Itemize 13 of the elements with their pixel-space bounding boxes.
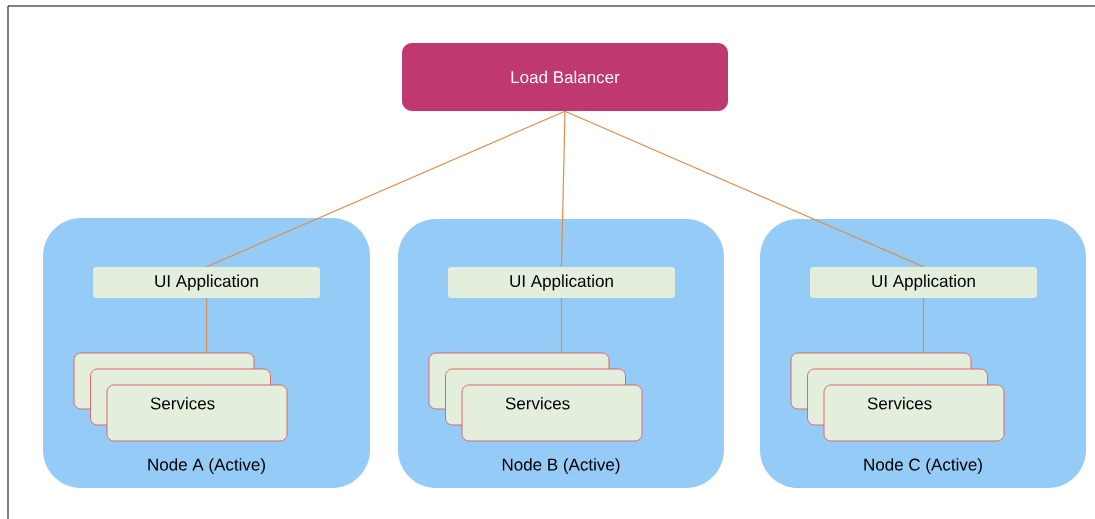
connector-line (560, 110, 566, 268)
service-card-stack: Services (790, 352, 1005, 442)
connector-line (922, 297, 925, 354)
application-box: UI Application (448, 267, 675, 298)
connector-line (205, 110, 566, 268)
application-box: UI Application (810, 267, 1037, 298)
service-card-stack: Services (73, 352, 288, 442)
service-card-stack: Services (428, 352, 643, 442)
connector-line (560, 297, 563, 354)
connector-line (205, 297, 208, 354)
connector-line (564, 110, 925, 268)
application-box: UI Application (93, 267, 320, 298)
balancer-box: Load Balancer (402, 43, 728, 111)
